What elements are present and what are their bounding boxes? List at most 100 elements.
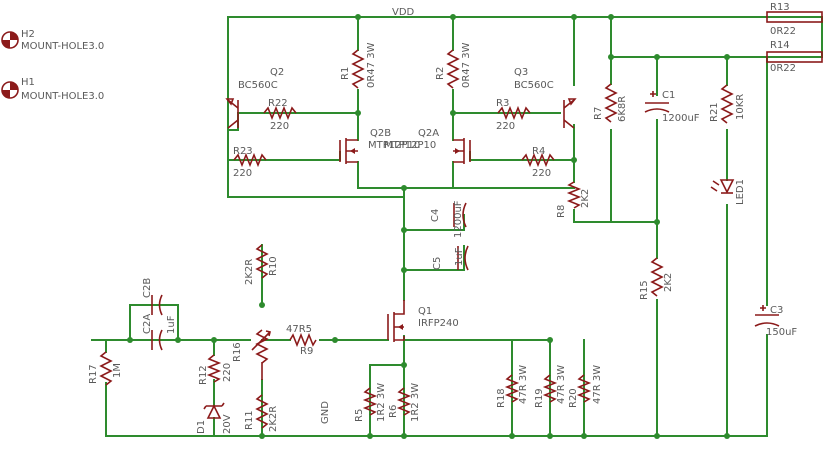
r12-value: 220 <box>222 363 233 382</box>
led-led1: LED1 <box>710 179 746 205</box>
h2-ref: H2 <box>21 29 35 40</box>
r7-value: 6K8R <box>617 96 628 122</box>
r9-ref: R9 <box>300 346 313 357</box>
resistor-r12: R12 220 <box>198 354 233 385</box>
r15-value: 2K2 <box>663 273 674 292</box>
r11-value: 2K2R <box>268 406 279 432</box>
q3-value: BC560C <box>514 80 554 91</box>
resistor-r20: R20 47R 3W <box>568 365 603 408</box>
transistor-q3: Q3 BC560C <box>514 67 577 129</box>
c2b-ref: C2B <box>142 278 153 298</box>
zener-diode-d1: D1 20V <box>196 402 233 434</box>
capacitor-c2a: C2A 1uF <box>142 314 177 351</box>
resistor-r17: R17 1M <box>88 351 123 386</box>
r17-value: 1M <box>112 363 123 378</box>
q1-ref: Q1 <box>418 306 432 317</box>
r16-ref: R16 <box>232 342 243 362</box>
r6-ref: R6 <box>388 405 399 418</box>
r3-ref: R3 <box>496 98 509 109</box>
c4-ref: C4 <box>430 209 441 222</box>
resistor-r3: R3 220 <box>496 98 531 132</box>
resistor-r19: R19 47R 3W <box>534 365 567 408</box>
r21-value: 10KR <box>735 94 746 120</box>
q2b-value: MTP12P10 <box>368 140 420 151</box>
mosfet-q1: Q1 IRFP240 <box>387 300 459 342</box>
resistor-r13: R13 0R22 <box>766 2 823 37</box>
q1-value: IRFP240 <box>418 318 459 329</box>
c4-value: 1200uF <box>453 200 464 238</box>
mount-hole-h2: H2 MOUNT-HOLE3.0 <box>1 29 104 52</box>
r13-ref: R13 <box>770 2 790 13</box>
resistor-r4: R4 220 <box>521 146 555 179</box>
c5-value: 1uF <box>454 247 465 266</box>
r15-ref: R15 <box>639 280 650 300</box>
resistor-r10: 2K2R R10 <box>244 244 279 285</box>
c5-ref: C5 <box>432 257 443 270</box>
r14-ref: R14 <box>770 40 790 51</box>
r13-value: 0R22 <box>770 26 796 37</box>
resistor-r6: R6 1R2 3W <box>388 383 421 422</box>
r5-ref: R5 <box>354 409 365 422</box>
resistor-r2: R2 0R47 3W <box>435 42 472 89</box>
r3-value: 220 <box>496 121 515 132</box>
resistor-r21: R21 10KR <box>709 84 746 124</box>
r19-value: 47R 3W <box>556 365 567 404</box>
potentiometer-r16: R16 <box>232 329 271 380</box>
gnd-net-label: GND <box>320 401 331 424</box>
r22-value: 220 <box>270 121 289 132</box>
capacitor-c3: C3 150uF <box>754 305 797 338</box>
resistor-r14: R14 0R22 <box>766 40 823 74</box>
junctions <box>127 14 730 439</box>
q2a-ref: Q2A <box>418 128 439 139</box>
r18-value: 47R 3W <box>518 365 529 404</box>
q2b-ref: Q2B <box>370 128 391 139</box>
capacitor-c5: C5 1uF <box>432 245 469 271</box>
resistor-r11: R11 2K2R <box>244 394 279 432</box>
r20-ref: R20 <box>568 388 579 408</box>
r22-ref: R22 <box>268 98 288 109</box>
r23-ref: R23 <box>233 146 253 157</box>
led1-ref: LED1 <box>735 179 746 205</box>
r10-ref: R10 <box>268 256 279 276</box>
r1-value: 0R47 3W <box>366 42 377 88</box>
c1-value: 1200uF <box>662 113 700 124</box>
mosfet-q2b: Q2B MTP12P10 <box>339 128 420 164</box>
r5-value: 1R2 3W <box>376 383 387 422</box>
r17-ref: R17 <box>88 364 99 384</box>
r1-ref: R1 <box>340 67 351 80</box>
r9-value: 47R5 <box>286 324 312 335</box>
r19-ref: R19 <box>534 388 545 408</box>
r6-value: 1R2 3W <box>410 383 421 422</box>
r23-value: 220 <box>233 168 252 179</box>
r2-ref: R2 <box>435 67 446 80</box>
vdd-net-label: VDD <box>392 7 415 18</box>
r4-ref: R4 <box>532 146 545 157</box>
mount-hole-h1: H1 MOUNT-HOLE3.0 <box>1 77 104 102</box>
h1-value: MOUNT-HOLE3.0 <box>21 91 104 102</box>
c2a-value: 1uF <box>166 315 177 334</box>
d1-value: 20V <box>222 414 233 434</box>
resistor-r18: R18 47R 3W <box>496 365 529 408</box>
r12-ref: R12 <box>198 365 209 385</box>
transistor-q2: Q2 BC560C <box>225 67 284 129</box>
resistor-r7: R7 6K8R <box>593 83 628 123</box>
r11-ref: R11 <box>244 410 255 430</box>
r21-ref: R21 <box>709 102 720 122</box>
mosfet-q2a: Q2A MTP12P10 <box>384 128 471 164</box>
r7-ref: R7 <box>593 107 604 120</box>
resistor-r1: R1 0R47 3W <box>340 42 377 89</box>
q2-value: BC560C <box>238 80 278 91</box>
resistor-r5: R5 1R2 3W <box>354 383 387 422</box>
capacitor-c2b: C2B <box>142 278 163 316</box>
r14-value: 0R22 <box>770 63 796 74</box>
resistor-r15: R15 2K2 <box>639 257 674 300</box>
r8-ref: R8 <box>556 205 567 218</box>
r4-value: 220 <box>532 168 551 179</box>
c3-value: 150uF <box>766 327 797 338</box>
r8-value: 2K2 <box>580 189 591 208</box>
resistor-r22: R22 220 <box>263 98 297 132</box>
c1-ref: C1 <box>662 90 675 101</box>
r20-value: 47R 3W <box>592 365 603 404</box>
r18-ref: R18 <box>496 388 507 408</box>
